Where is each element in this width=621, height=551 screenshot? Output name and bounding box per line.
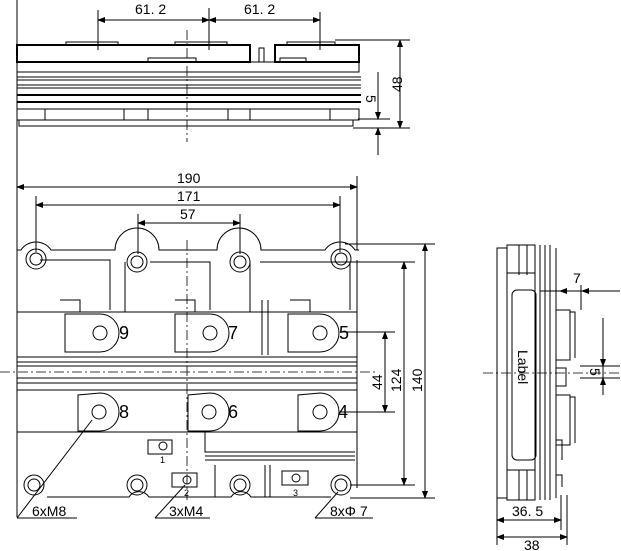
aux-terminal-label-3: 3: [293, 488, 298, 498]
terminal-label-9: 9: [119, 323, 129, 343]
dim-side-7: 7: [573, 270, 581, 286]
dim-171: 171: [177, 188, 201, 204]
terminal-label-5: 5: [339, 323, 349, 343]
dim-pitch-right: 61. 2: [244, 1, 275, 17]
dim-side-5: 5: [587, 368, 603, 376]
top-view: 61. 2 61. 2 48 5: [16, 1, 410, 155]
dim-height-48: 48: [389, 76, 405, 92]
terminal-9: 9: [64, 313, 129, 353]
dim-140: 140: [409, 368, 425, 392]
terminal-label-8: 8: [119, 402, 129, 422]
terminal-7: 7: [174, 313, 238, 353]
dim-36-5: 36. 5: [512, 503, 543, 519]
dim-pitch-left: 61. 2: [135, 1, 166, 17]
front-view: 9 7 5 8 6 4 1 2 3: [0, 0, 435, 519]
terminal-8: 8: [77, 392, 129, 432]
terminal-label-7: 7: [228, 323, 238, 343]
note-main-screws: 6xM8: [32, 503, 66, 519]
dim-124: 124: [388, 368, 404, 392]
terminal-6: 6: [187, 392, 238, 432]
aux-terminal-label-1: 1: [160, 455, 165, 465]
terminal-5: 5: [287, 313, 349, 353]
dim-57: 57: [180, 206, 196, 222]
note-mount-holes: 8xΦ 7: [330, 503, 368, 519]
aux-terminal-label-2: 2: [184, 488, 189, 498]
note-aux-screws: 3xM4: [169, 503, 203, 519]
dim-38: 38: [524, 537, 540, 551]
dim-base-5: 5: [363, 95, 379, 103]
terminal-label-6: 6: [228, 402, 238, 422]
dim-190: 190: [177, 170, 201, 186]
side-label-text: Label: [515, 350, 531, 384]
dim-44: 44: [369, 374, 385, 390]
side-view: Label 7 5 36. 5 38: [483, 244, 620, 551]
